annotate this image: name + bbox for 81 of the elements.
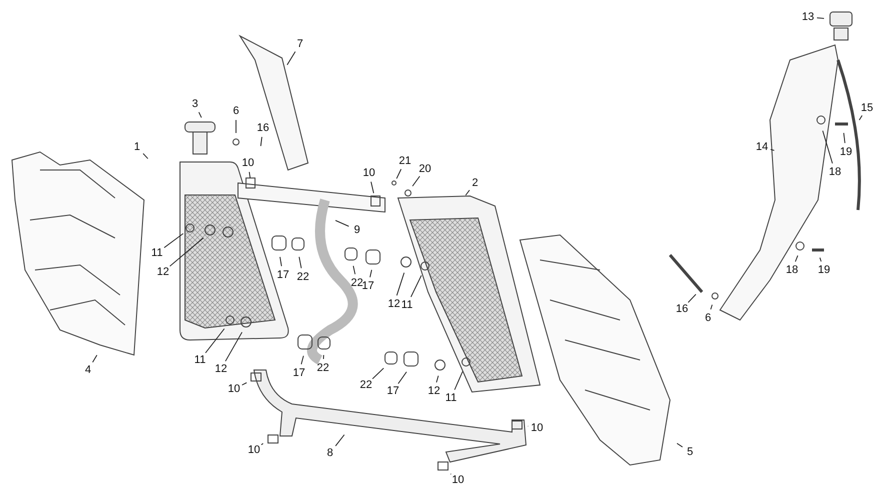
leader-line xyxy=(822,130,833,164)
callout-number: 20 xyxy=(418,163,432,175)
callout-number: 11 xyxy=(444,392,458,404)
leader-line xyxy=(454,371,464,390)
leader-line xyxy=(260,443,264,446)
leader-line xyxy=(286,51,296,66)
leader-line xyxy=(843,132,846,144)
callout-number: 14 xyxy=(754,141,770,153)
callout-number: 1 xyxy=(132,141,142,153)
leader-line xyxy=(816,17,824,19)
leader-line xyxy=(770,148,775,151)
callout-number: 5 xyxy=(686,446,694,458)
callout-number: 10 xyxy=(530,422,544,434)
leader-line xyxy=(205,328,225,354)
leader-line xyxy=(352,265,356,275)
leader-line xyxy=(323,354,324,360)
callout-number: 10 xyxy=(226,383,242,395)
callout-number: 16 xyxy=(674,303,690,315)
callout-number: 8 xyxy=(326,447,334,459)
leader-line xyxy=(248,171,251,178)
leader-line xyxy=(198,112,202,118)
callout-number: 12 xyxy=(156,266,170,278)
callout-number: 19 xyxy=(838,146,854,158)
leader-line xyxy=(335,434,345,446)
leader-line xyxy=(396,272,405,296)
callout-number: 11 xyxy=(150,247,164,259)
callout-number: 17 xyxy=(292,367,306,379)
leader-line xyxy=(398,371,407,384)
callout-number: 12 xyxy=(426,385,442,397)
callout-number: 22 xyxy=(358,379,374,391)
callout-number: 3 xyxy=(190,98,200,110)
callout-number: 11 xyxy=(400,299,414,311)
leader-line xyxy=(225,332,242,362)
callout-number: 9 xyxy=(352,224,362,236)
leader-line xyxy=(858,115,863,120)
leader-line xyxy=(710,304,713,310)
callout-number: 6 xyxy=(232,105,240,117)
leader-line xyxy=(370,269,372,278)
callout-number: 13 xyxy=(800,11,816,23)
callout-number: 10 xyxy=(450,474,466,486)
callout-number: 21 xyxy=(398,155,412,167)
callout-number: 4 xyxy=(84,364,92,376)
callout-number: 12 xyxy=(386,298,402,310)
callout-number: 17 xyxy=(386,385,400,397)
leader-line xyxy=(164,233,184,248)
callout-number: 2 xyxy=(470,177,480,189)
leader-line xyxy=(410,274,422,298)
leader-line xyxy=(794,255,798,262)
leader-line xyxy=(280,256,282,267)
callout-number: 18 xyxy=(828,166,842,178)
leader-line xyxy=(372,368,384,380)
leader-line xyxy=(92,354,98,363)
callout-number: 12 xyxy=(214,363,228,375)
callout-number: 11 xyxy=(193,354,207,366)
callout-number: 18 xyxy=(784,264,800,276)
callout-number: 22 xyxy=(296,271,310,283)
leader-line xyxy=(412,176,420,187)
callout-number: 22 xyxy=(316,362,330,374)
leader-line xyxy=(169,237,204,267)
callout-number: 10 xyxy=(240,157,256,169)
callout-number: 6 xyxy=(704,312,712,324)
leader-line xyxy=(242,382,248,386)
leader-line xyxy=(819,257,822,262)
leader-line xyxy=(688,294,696,303)
leader-line xyxy=(396,168,402,180)
leader-line xyxy=(335,220,350,227)
leader-line xyxy=(676,442,683,448)
leader-line xyxy=(465,190,470,196)
leader-line xyxy=(298,256,302,269)
leader-line xyxy=(370,181,374,194)
leader-line xyxy=(142,153,148,160)
callout-number: 10 xyxy=(246,444,262,456)
callout-number: 7 xyxy=(296,38,304,50)
leader-line xyxy=(260,136,262,146)
callout-number: 10 xyxy=(362,167,376,179)
callout-number: 17 xyxy=(276,269,290,281)
callout-number: 16 xyxy=(256,122,270,134)
leader-line xyxy=(300,355,304,365)
leader-line xyxy=(436,375,439,383)
callout-number: 15 xyxy=(860,102,874,114)
callout-number: 19 xyxy=(816,264,832,276)
